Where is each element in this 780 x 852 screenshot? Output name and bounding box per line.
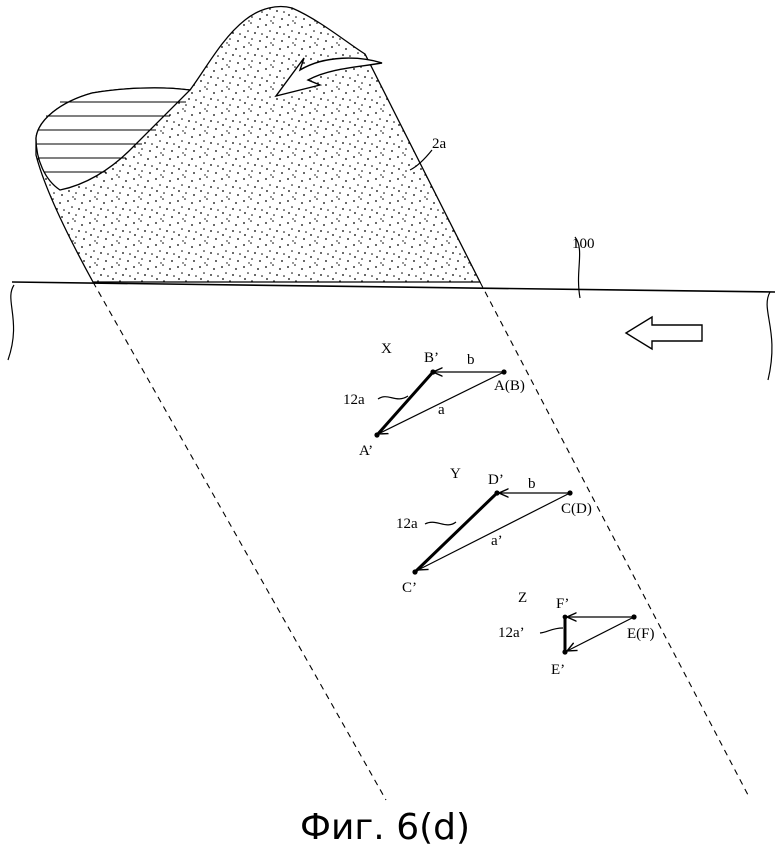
track-leader-x bbox=[378, 396, 408, 399]
label-vector-b-x: b bbox=[467, 352, 475, 368]
roll-label: 2a bbox=[432, 136, 447, 152]
track-y bbox=[415, 493, 497, 572]
label-d-prime: D’ bbox=[488, 472, 504, 488]
point-f-prime bbox=[563, 615, 568, 620]
label-vector-a-x: a bbox=[438, 402, 445, 418]
point-c-prime bbox=[412, 569, 417, 574]
track-label-z: 12a’ bbox=[498, 625, 525, 641]
figure-caption: Фиг. 6(d) bbox=[300, 807, 470, 848]
group-z-label: Z bbox=[518, 590, 527, 606]
track-label-x: 12a bbox=[343, 392, 365, 408]
group-z: Z F’ E(F) E’ 12a’ bbox=[498, 590, 655, 678]
vector-a-z bbox=[567, 617, 634, 651]
track-x bbox=[377, 372, 433, 435]
movement-arrow-icon bbox=[626, 317, 702, 349]
surface-label: 100 bbox=[572, 236, 595, 252]
label-f-prime: F’ bbox=[556, 596, 569, 612]
group-x-label: X bbox=[381, 341, 392, 357]
group-x: X B’ b A(B) a A’ 12a bbox=[343, 341, 525, 459]
point-b-prime bbox=[430, 369, 435, 374]
surface-line bbox=[12, 282, 775, 292]
label-b-prime: B’ bbox=[424, 350, 439, 366]
group-y: Y D’ b C(D) a’ C’ 12a bbox=[396, 466, 592, 596]
point-e-f bbox=[631, 614, 636, 619]
vector-a-y bbox=[418, 493, 570, 570]
label-c-d: C(D) bbox=[561, 501, 592, 517]
point-a-b bbox=[501, 369, 506, 374]
point-a-prime bbox=[374, 432, 379, 437]
track-leader-z bbox=[540, 628, 563, 633]
roll-body bbox=[36, 7, 480, 283]
label-e-prime: E’ bbox=[551, 662, 565, 678]
track-leader-y bbox=[425, 522, 456, 525]
group-y-label: Y bbox=[450, 466, 461, 482]
label-vector-a-y: a’ bbox=[491, 533, 503, 549]
label-vector-b-y: b bbox=[528, 476, 536, 492]
point-c-d bbox=[567, 490, 572, 495]
projection-line-right bbox=[480, 282, 748, 795]
label-c-prime: C’ bbox=[402, 580, 417, 596]
point-d-prime bbox=[494, 490, 499, 495]
label-e-f: E(F) bbox=[627, 626, 655, 642]
label-a-b: A(B) bbox=[494, 378, 525, 394]
projection-line-left bbox=[93, 282, 386, 800]
label-a-prime: A’ bbox=[359, 443, 373, 459]
surface-break-left bbox=[8, 285, 14, 360]
track-label-y: 12a bbox=[396, 516, 418, 532]
surface-break-right bbox=[767, 292, 772, 380]
point-e-prime bbox=[562, 649, 567, 654]
